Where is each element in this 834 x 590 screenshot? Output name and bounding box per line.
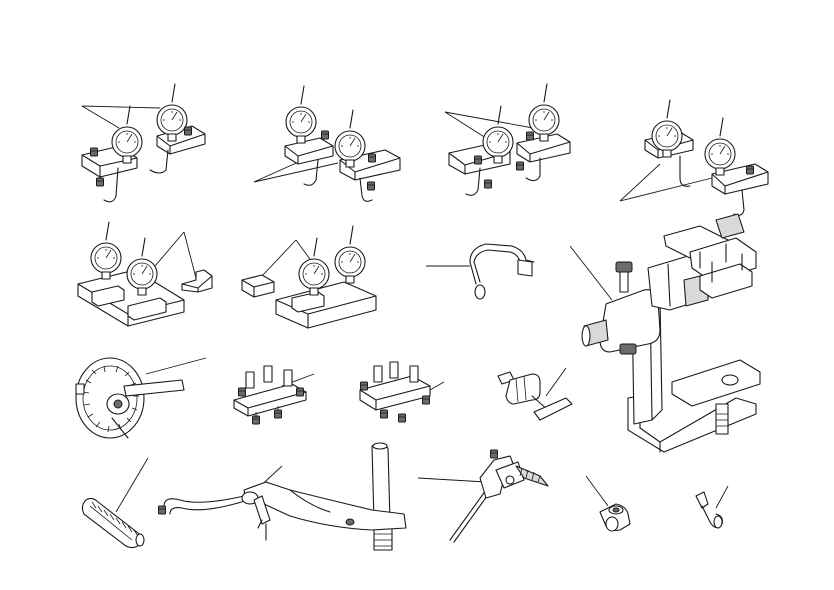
leader-line — [81, 105, 161, 129]
leader-line — [115, 457, 149, 513]
leader-line — [715, 485, 729, 509]
dial-gauge-set-1 — [81, 83, 206, 203]
gauge-bridge-1 — [233, 365, 315, 425]
elbow-adapter — [585, 475, 631, 532]
dial-gauge-set-2 — [253, 85, 401, 202]
leader-line — [145, 357, 207, 375]
leader-line — [444, 111, 534, 139]
dial-gauge-set-4 — [619, 99, 769, 216]
degree-wheel — [75, 357, 207, 439]
bent-rod — [426, 243, 535, 300]
leader-line — [417, 477, 487, 483]
gauge-bridge-2 — [359, 361, 445, 423]
leader-line — [569, 245, 613, 301]
leader-line — [619, 163, 713, 202]
dial-gauge-base-1 — [77, 221, 213, 327]
small-hook — [695, 485, 729, 529]
lever-press — [158, 442, 407, 551]
handle-bracket — [417, 449, 549, 543]
leader-line — [149, 231, 197, 279]
dial-gauge-base-2 — [241, 225, 377, 329]
t-handle-puller — [497, 367, 573, 421]
leader-line — [545, 367, 567, 397]
engine-stand — [569, 213, 761, 453]
leader-line — [585, 475, 609, 507]
threaded-sleeve — [81, 457, 149, 549]
dial-gauge-set-3 — [444, 83, 571, 196]
leader-line — [261, 239, 313, 277]
leader-line — [253, 159, 339, 183]
